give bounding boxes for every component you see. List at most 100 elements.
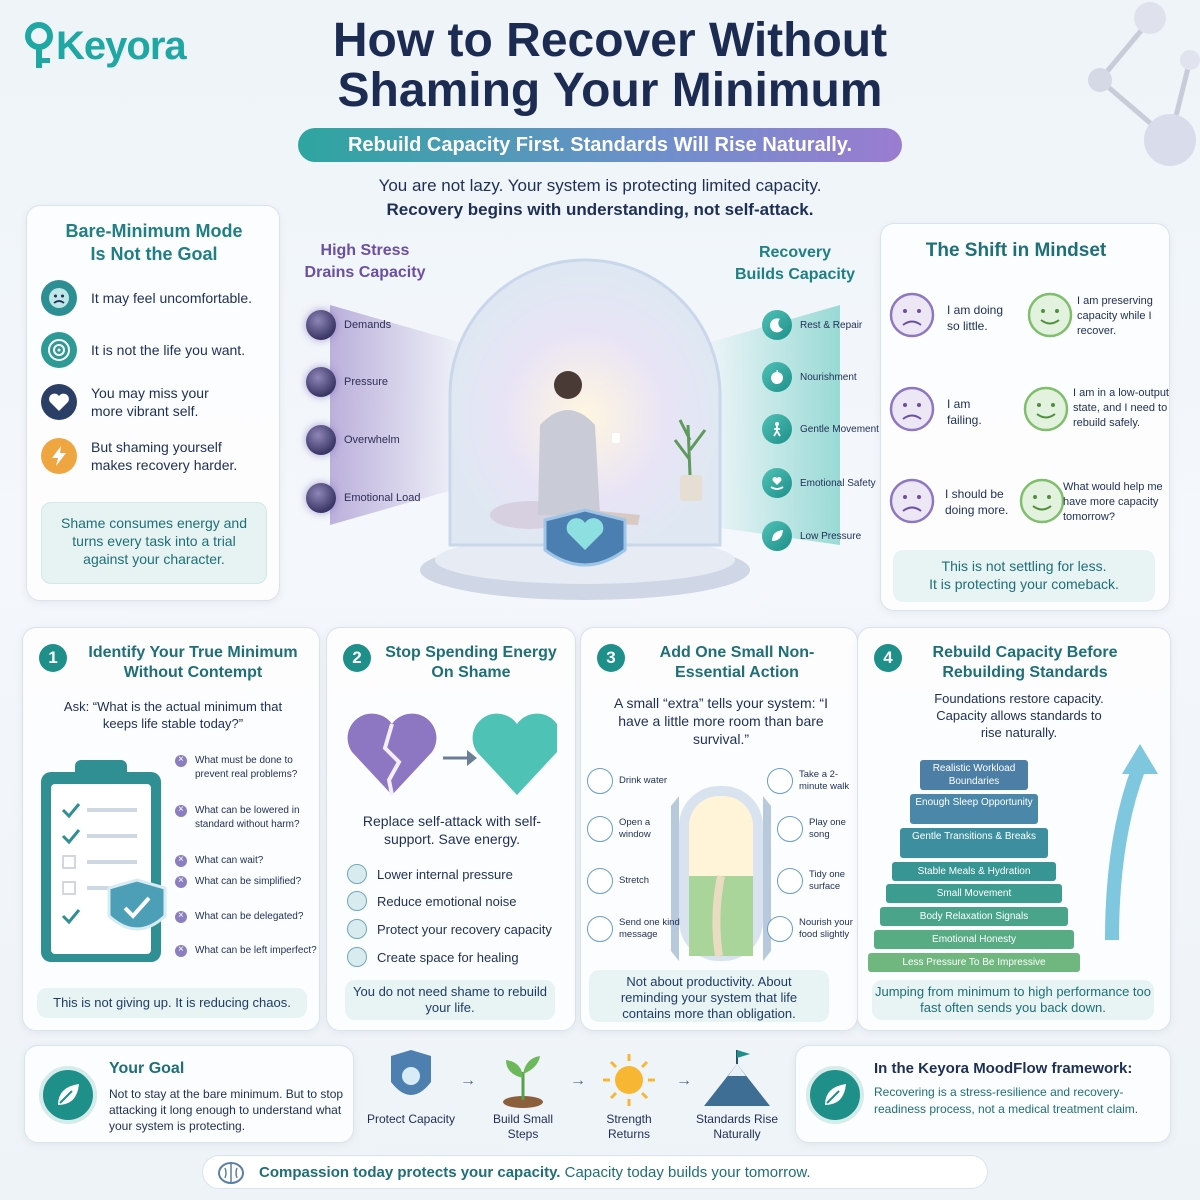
step-1-number: 1 (39, 644, 67, 672)
pyramid-level: Body Relaxation Signals (880, 907, 1068, 926)
heart-icon (41, 384, 77, 420)
flow-step: Strength Returns (584, 1050, 674, 1141)
stretch-icon (587, 868, 613, 894)
action-item: Drink water (587, 768, 677, 794)
flow-step: Standards Rise Naturally (692, 1050, 782, 1141)
step-1-card: 1 Identify Your True Minimum Without Con… (22, 627, 320, 1031)
moodflow-card: In the Keyora MoodFlow framework: Recove… (795, 1045, 1171, 1143)
recovery-label: Recovery Builds Capacity (730, 242, 860, 286)
question-item: What can be lowered in standard without … (175, 803, 325, 832)
mindset-from: I should be doing more. (945, 487, 1009, 517)
step-2-item: Reduce emotional noise (347, 891, 516, 911)
arrow-icon: → (676, 1072, 692, 1089)
bare-minimum-item: But shaming yourself makes recovery hard… (41, 438, 277, 474)
flow-label: Standards Rise Naturally (695, 1112, 779, 1141)
stress-label: High Stress Drains Capacity (300, 240, 430, 284)
flow-step: Protect Capacity (366, 1050, 456, 1126)
mountain-flag-icon (704, 1050, 770, 1106)
open-door-icon (671, 786, 771, 961)
bare-minimum-item-text: It may feel uncomfortable. (91, 290, 253, 306)
footer-text: Compassion today protects your capacity.… (259, 1164, 811, 1181)
water-icon (587, 768, 613, 794)
bare-minimum-note: Shame consumes energy and turns every ta… (41, 502, 267, 584)
leaf-icon (39, 1066, 97, 1124)
walking-icon (762, 414, 792, 444)
mindset-row: I am failing. I am in a low-output state… (889, 382, 1169, 462)
pyramid-level: Realistic Workload Boundaries (920, 760, 1028, 790)
sun-icon (603, 1054, 655, 1106)
healing-icon (347, 947, 367, 967)
happy-face-icon (1019, 478, 1065, 524)
recovery-item-nourishment: Nourishment (762, 362, 857, 392)
happy-face-icon (1023, 386, 1069, 432)
up-arrow-icon (1105, 744, 1158, 940)
mindset-row: I am doing so little. I am preserving ca… (889, 288, 1167, 368)
moodflow-title: In the Keyora MoodFlow framework: (874, 1060, 1133, 1077)
leaf-icon (762, 521, 792, 551)
bare-minimum-title-2: Is Not the Goal (90, 244, 218, 264)
action-item: Open a window (587, 816, 677, 842)
step-2-sub: Replace self-attack with self-support. S… (362, 813, 542, 847)
flow-label: Strength Returns (606, 1112, 652, 1141)
arrow-icon: → (460, 1072, 476, 1089)
pyramid-level: Less Pressure To Be Impressive (868, 953, 1080, 972)
mindset-title: The Shift in Mindset (925, 240, 1107, 261)
heart-message-icon (587, 916, 613, 942)
hands-heart-icon (762, 468, 792, 498)
lightning-icon (41, 438, 77, 474)
mindset-note-2: It is protecting your comeback. (929, 576, 1119, 592)
bare-minimum-item-text: But shaming yourself makes recovery hard… (91, 439, 238, 473)
step-1-title: Identify Your True Minimum Without Conte… (88, 644, 298, 681)
step-4-number: 4 (874, 644, 902, 672)
shield-icon (347, 919, 367, 939)
shield-icon (391, 1050, 431, 1095)
bare-minimum-item-text: It is not the life you want. (91, 342, 246, 358)
step-4-card: 4 Rebuild Capacity Before Rebuilding Sta… (857, 627, 1171, 1031)
arrow-icon: → (570, 1072, 586, 1089)
bare-minimum-item: It is not the life you want. (41, 332, 277, 368)
question-item: What can be left imperfect? (175, 943, 325, 958)
mindset-from: I am doing so little. (947, 303, 1004, 333)
question-item: What can be delegated? (175, 909, 325, 924)
sad-face-icon (41, 280, 77, 316)
pyramid-level: Emotional Honesty (874, 930, 1074, 949)
question-item: What can be simplified? (175, 874, 325, 889)
recovery-dome-illustration (330, 258, 840, 600)
title-line-1: How to Recover Without (332, 14, 888, 67)
footer-part-2: Capacity today builds your tomorrow. (560, 1164, 811, 1181)
flow-label: Protect Capacity (366, 1112, 456, 1126)
moon-icon (762, 310, 792, 340)
intro-line-2: Recovery begins with understanding, not … (386, 200, 814, 219)
stress-item-demands: Demands (306, 310, 391, 340)
sad-face-icon (889, 478, 935, 524)
music-icon (777, 816, 803, 842)
gauge-icon (347, 864, 367, 884)
mindset-to: I am preserving capacity while I recover… (1077, 295, 1153, 337)
step-3-title: Add One Small Non-Essential Action (659, 644, 815, 681)
mindset-row: I should be doing more. What would help … (889, 474, 1167, 554)
page-title: How to Recover Without Shaming Your Mini… (300, 16, 920, 116)
leaf-icon (806, 1066, 864, 1124)
question-item: What must be done to prevent real proble… (175, 753, 325, 782)
mindset-to: I am in a low-output state, and I need t… (1073, 387, 1169, 429)
stress-item-pressure: Pressure (306, 367, 388, 397)
step-4-sub: Foundations restore capacity. Capacity a… (934, 691, 1104, 740)
broken-to-whole-heart-icon (347, 713, 557, 796)
stress-label-1: High Stress (320, 242, 410, 259)
step-2-title: Stop Spending Energy On Shame (385, 644, 557, 681)
step-2-item: Lower internal pressure (347, 864, 513, 884)
target-icon (41, 332, 77, 368)
action-item: Play one song (777, 816, 857, 842)
window-icon (587, 816, 613, 842)
pyramid-level: Enough Sleep Opportunity (910, 794, 1038, 824)
sad-face-icon (889, 292, 935, 338)
mindset-from: I am failing. (947, 397, 982, 427)
step-1-ask: Ask: “What is the actual minimum that ke… (63, 699, 283, 731)
question-item: What can wait? (175, 853, 325, 868)
step-4-note: Jumping from minimum to high performance… (872, 980, 1154, 1020)
recovery-item-low-pressure: Low Pressure (762, 521, 861, 551)
stress-label-2: Drains Capacity (304, 264, 426, 281)
recovery-label-1: Recovery (758, 244, 832, 261)
step-3-note: Not about productivity. About reminding … (589, 970, 829, 1022)
step-3-number: 3 (597, 644, 625, 672)
